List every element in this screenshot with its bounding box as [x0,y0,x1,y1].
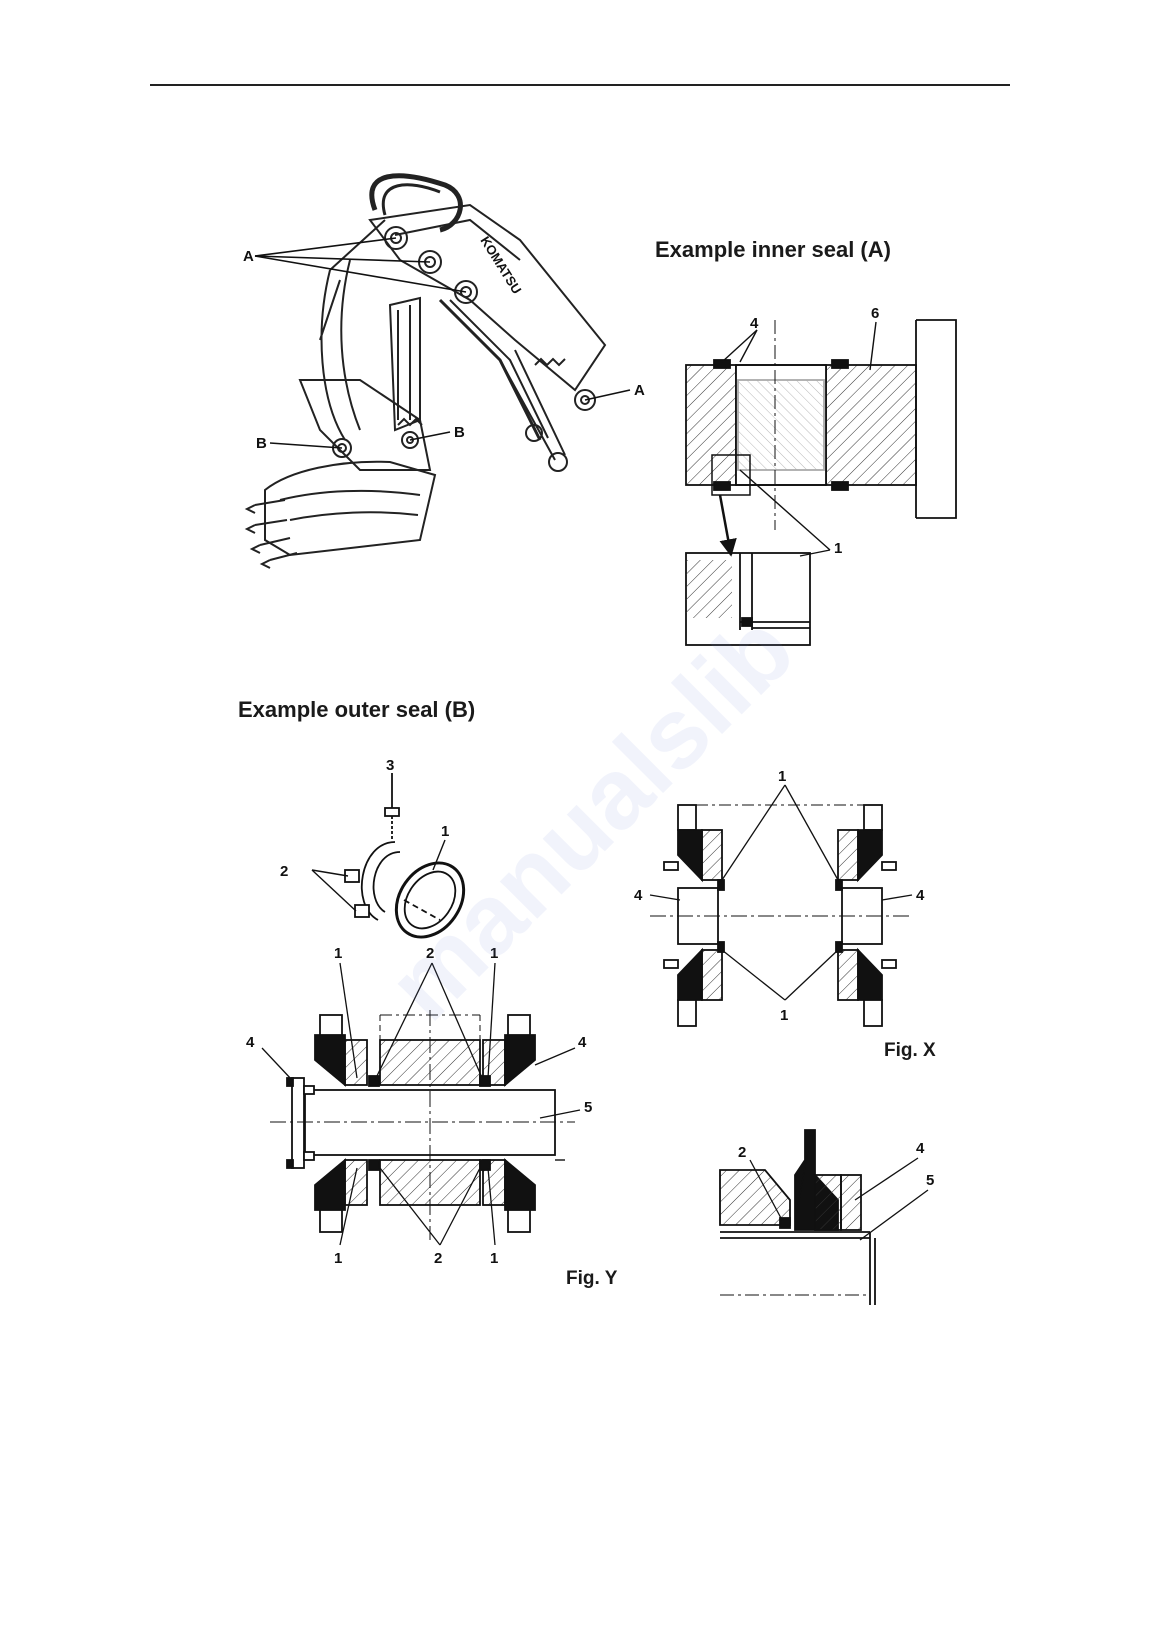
detail-label-4: 4 [916,1140,925,1157]
detail-label-1: 1 [807,1132,815,1149]
fig-x-label-1-bottom: 1 [780,1007,788,1024]
fig-y-label-2-bottom: 2 [434,1250,442,1267]
callout-a-2: A [634,382,645,399]
exploded-label-1: 1 [441,823,449,840]
fig-y-label-4-left: 4 [246,1034,255,1051]
inner-label-4: 4 [750,315,759,332]
detail-label-2: 2 [738,1144,746,1161]
inner-seal-heading: Example inner seal (A) [655,237,891,262]
fig-y-label: Fig. Y [566,1268,618,1289]
brand-text: KOMATSU [477,234,524,297]
outer-seal-heading: Example outer seal (B) [238,697,476,722]
detail-label-5: 5 [926,1172,934,1189]
exploded-label-3: 3 [386,757,394,774]
fig-x-label-4-left: 4 [634,887,643,904]
detail-drawing [719,1129,929,1305]
exploded-label-2: 2 [280,863,288,880]
inner-seal-drawing [685,319,957,646]
excavator-arm-illustration: KOMATSU [244,173,607,569]
fig-x-drawing [649,784,913,1027]
fig-y-label-2-top: 2 [426,945,434,962]
machine-callouts [254,237,631,449]
fig-y-label-1-br: 1 [490,1250,498,1267]
fig-x-label-1-top: 1 [778,768,786,785]
inner-label-1: 1 [834,540,842,557]
fig-y-drawing [261,962,581,1246]
inner-label-6: 6 [871,305,879,322]
callout-b-2: B [454,424,465,441]
fig-y-label-4-right: 4 [578,1034,587,1051]
fig-y-label-5: 5 [584,1099,592,1116]
fig-y-label-1-bl: 1 [334,1250,342,1267]
fig-y-label-1-tr: 1 [490,945,498,962]
outer-seal-exploded [311,773,466,939]
fig-x-label-4-right: 4 [916,887,925,904]
fig-x-label: Fig. X [884,1040,936,1061]
header-rule [150,84,1010,86]
callout-a-1: A [243,248,254,265]
fig-y-label-1-tl: 1 [334,945,342,962]
callout-b-1: B [256,435,267,452]
